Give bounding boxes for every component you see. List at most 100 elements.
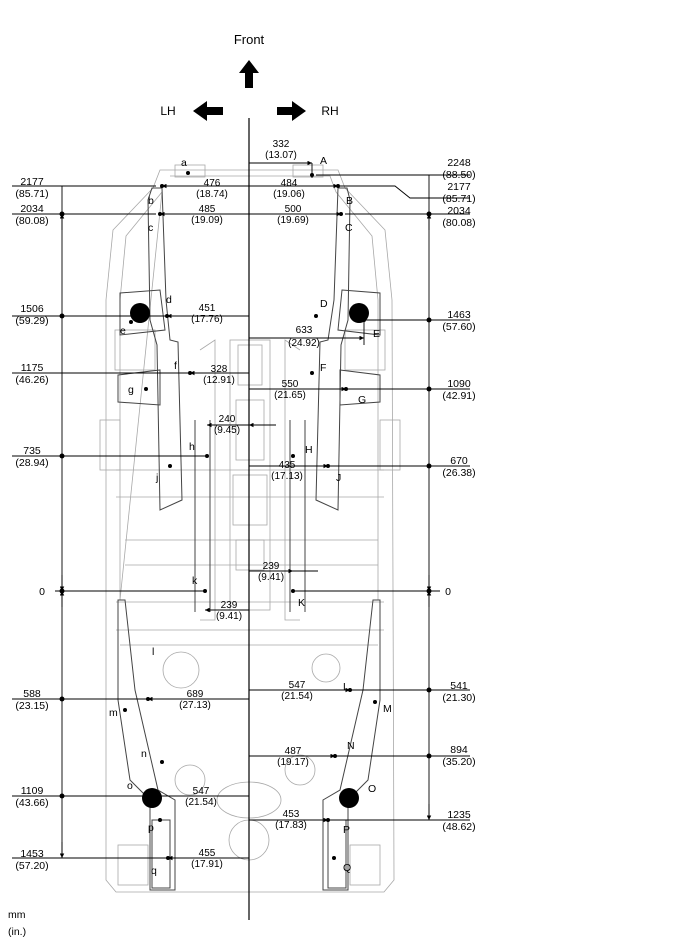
svg-text:f: f bbox=[174, 360, 177, 372]
svg-text:(17.76): (17.76) bbox=[191, 314, 223, 325]
lh-label: LH bbox=[160, 104, 175, 118]
svg-text:(21.54): (21.54) bbox=[281, 691, 313, 702]
svg-text:435: 435 bbox=[279, 460, 296, 471]
dim-l-588: 588 bbox=[23, 688, 41, 700]
svg-text:D: D bbox=[320, 298, 328, 310]
dim-r-2034-in: (80.08) bbox=[442, 217, 475, 229]
svg-text:689: 689 bbox=[187, 689, 204, 700]
dim-l-588-in: (23.15) bbox=[15, 700, 48, 712]
svg-text:Q: Q bbox=[343, 862, 351, 874]
svg-text:K: K bbox=[298, 597, 305, 609]
dim-l-2034-in: (80.08) bbox=[15, 215, 48, 227]
rh-point-labels: A B C D E F G H J K L M N O P Q bbox=[298, 155, 392, 874]
dim-r-894: 894 bbox=[450, 744, 468, 756]
svg-text:455: 455 bbox=[199, 848, 216, 859]
dim-l-2034: 2034 bbox=[20, 203, 44, 215]
left-longitudinal-labels: 2177 (85.71) 2034 (80.08) 1506 (59.29) 1… bbox=[15, 176, 48, 872]
svg-text:(19.17): (19.17) bbox=[277, 757, 309, 768]
rh-arrow-icon bbox=[277, 101, 306, 121]
svg-text:547: 547 bbox=[193, 786, 210, 797]
dim-r-541: 541 bbox=[450, 680, 468, 692]
svg-text:J: J bbox=[336, 472, 341, 484]
dim-l-2177-in: (85.71) bbox=[15, 188, 48, 200]
svg-text:(17.13): (17.13) bbox=[271, 471, 303, 482]
svg-text:d: d bbox=[166, 294, 172, 306]
svg-text:453: 453 bbox=[283, 809, 300, 820]
svg-text:(9.41): (9.41) bbox=[216, 611, 242, 622]
svg-text:(17.91): (17.91) bbox=[191, 859, 223, 870]
dim-r-2177-in: (85.71) bbox=[442, 193, 475, 205]
dim-r-2248: 2248 bbox=[447, 157, 471, 169]
dim-l-1175-in: (46.26) bbox=[15, 374, 48, 386]
dim-l-1109-in: (43.66) bbox=[15, 797, 48, 809]
svg-text:m: m bbox=[109, 707, 118, 719]
svg-text:487: 487 bbox=[285, 746, 302, 757]
svg-text:M: M bbox=[383, 703, 392, 715]
svg-text:o: o bbox=[127, 780, 133, 792]
units-in: (in.) bbox=[8, 926, 26, 938]
dim-r-541-in: (21.30) bbox=[442, 692, 475, 704]
dim-l-2177: 2177 bbox=[20, 176, 44, 188]
svg-text:j: j bbox=[155, 472, 158, 484]
dim-r-2177: 2177 bbox=[447, 181, 471, 193]
dim-r-1235: 1235 bbox=[447, 809, 471, 821]
dim-l-1506-in: (59.29) bbox=[15, 315, 48, 327]
dim-r-1090: 1090 bbox=[447, 378, 471, 390]
dim-l-1175: 1175 bbox=[21, 362, 44, 374]
lh-arrow-icon bbox=[193, 101, 223, 121]
dim-l-0: 0 bbox=[39, 586, 45, 598]
svg-text:q: q bbox=[151, 865, 157, 877]
svg-text:633: 633 bbox=[296, 325, 313, 336]
svg-text:p: p bbox=[148, 822, 154, 834]
frame-rails bbox=[117, 187, 381, 891]
svg-text:(9.41): (9.41) bbox=[258, 572, 284, 583]
svg-text:(13.07): (13.07) bbox=[265, 150, 297, 161]
svg-text:(27.13): (27.13) bbox=[179, 700, 211, 711]
svg-text:L: L bbox=[343, 681, 349, 693]
dim-r-2034: 2034 bbox=[447, 205, 471, 217]
dim-r-1090-in: (42.91) bbox=[442, 390, 475, 402]
dim-r-894-in: (35.20) bbox=[442, 756, 475, 768]
svg-text:(12.91): (12.91) bbox=[203, 375, 235, 386]
svg-text:239: 239 bbox=[221, 600, 238, 611]
units-mm: mm bbox=[8, 909, 26, 921]
vehicle-underbody-outline bbox=[99, 164, 401, 893]
svg-text:B: B bbox=[346, 195, 353, 207]
svg-text:(18.74): (18.74) bbox=[196, 189, 228, 200]
svg-text:(21.65): (21.65) bbox=[274, 390, 306, 401]
svg-text:500: 500 bbox=[285, 204, 302, 215]
dim-r-670-in: (26.38) bbox=[442, 467, 475, 479]
svg-text:(19.09): (19.09) bbox=[191, 215, 223, 226]
svg-text:240: 240 bbox=[219, 414, 236, 425]
svg-text:(24.92): (24.92) bbox=[288, 338, 320, 349]
svg-text:O: O bbox=[368, 783, 376, 795]
dim-r-1463: 1463 bbox=[447, 309, 471, 321]
svg-text:G: G bbox=[358, 394, 366, 406]
svg-text:P: P bbox=[343, 824, 350, 836]
svg-text:a: a bbox=[181, 157, 187, 169]
dim-r-1463-in: (57.60) bbox=[442, 321, 475, 333]
svg-text:476: 476 bbox=[204, 178, 221, 189]
svg-text:328: 328 bbox=[211, 364, 228, 375]
svg-text:F: F bbox=[320, 362, 326, 374]
svg-text:485: 485 bbox=[199, 204, 216, 215]
svg-text:451: 451 bbox=[199, 303, 216, 314]
svg-text:n: n bbox=[141, 748, 147, 760]
svg-text:(17.83): (17.83) bbox=[275, 820, 307, 831]
svg-text:484: 484 bbox=[281, 178, 298, 189]
svg-text:A: A bbox=[320, 155, 327, 167]
svg-text:C: C bbox=[345, 222, 353, 234]
dim-r-1235-in: (48.62) bbox=[442, 821, 475, 833]
left-longitudinal-dims bbox=[12, 185, 205, 859]
svg-text:k: k bbox=[192, 575, 198, 587]
svg-text:b: b bbox=[148, 195, 154, 207]
dim-l-1109: 1109 bbox=[21, 785, 44, 797]
svg-text:E: E bbox=[373, 328, 380, 340]
front-label: Front bbox=[234, 32, 265, 47]
dim-l-1453: 1453 bbox=[20, 848, 44, 860]
svg-text:(21.54): (21.54) bbox=[185, 797, 217, 808]
front-arrow-icon bbox=[239, 60, 259, 88]
dim-l-735: 735 bbox=[23, 445, 41, 457]
svg-text:(19.69): (19.69) bbox=[277, 215, 309, 226]
